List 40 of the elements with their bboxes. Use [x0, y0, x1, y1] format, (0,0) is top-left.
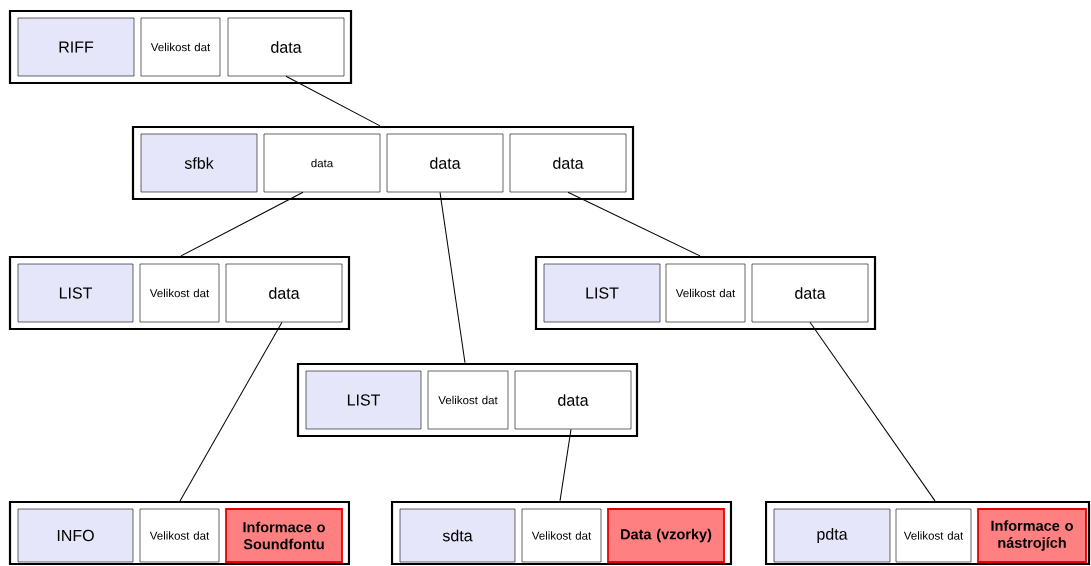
data-cell: data	[751, 263, 869, 323]
chunk-box	[8, 255, 351, 331]
chunk-box	[534, 255, 877, 331]
chunk-id-cell: LIST	[305, 370, 422, 430]
chunk-id-cell: LIST	[543, 263, 661, 323]
size-cell: Velikost dat	[139, 263, 220, 323]
chunk-id-cell: RIFF	[17, 17, 135, 77]
size-cell: data	[263, 133, 381, 193]
connector-line	[439, 191, 466, 364]
connector-line	[179, 321, 283, 502]
chunk-box	[8, 9, 353, 85]
data-cell: data	[386, 133, 504, 193]
chunk-box	[296, 362, 639, 438]
content-cell: Informace o Soundfontu	[225, 508, 343, 563]
chunk-id-cell: INFO	[17, 508, 134, 563]
chunk-id-cell: pdta	[773, 508, 891, 563]
size-cell: Velikost dat	[521, 508, 602, 563]
size-cell: Velikost dat	[427, 370, 509, 430]
chunk-id-cell: LIST	[17, 263, 134, 323]
size-cell: Velikost dat	[665, 263, 746, 323]
connector-line	[809, 321, 936, 502]
content-cell: Informace o nástrojích	[977, 508, 1087, 563]
size-cell: Velikost dat	[140, 17, 221, 77]
chunk-box	[390, 500, 733, 566]
chunk-box	[764, 500, 1091, 566]
connector-line	[285, 75, 381, 127]
content-cell: Data (vzorky)	[607, 508, 725, 563]
chunk-id-cell: sdta	[399, 508, 516, 563]
chunk-box	[8, 500, 351, 566]
chunk-id-cell: sfbk	[140, 133, 258, 193]
size-cell: Velikost dat	[139, 508, 220, 563]
connector-line	[180, 191, 304, 257]
connector-line	[559, 428, 572, 502]
data-cell: data	[227, 17, 345, 77]
connector-line	[567, 191, 701, 257]
data-cell: data	[225, 263, 343, 323]
chunk-box	[131, 125, 635, 201]
data-cell: data	[514, 370, 632, 430]
size-cell: Velikost dat	[895, 508, 972, 563]
data-cell: data	[509, 133, 627, 193]
